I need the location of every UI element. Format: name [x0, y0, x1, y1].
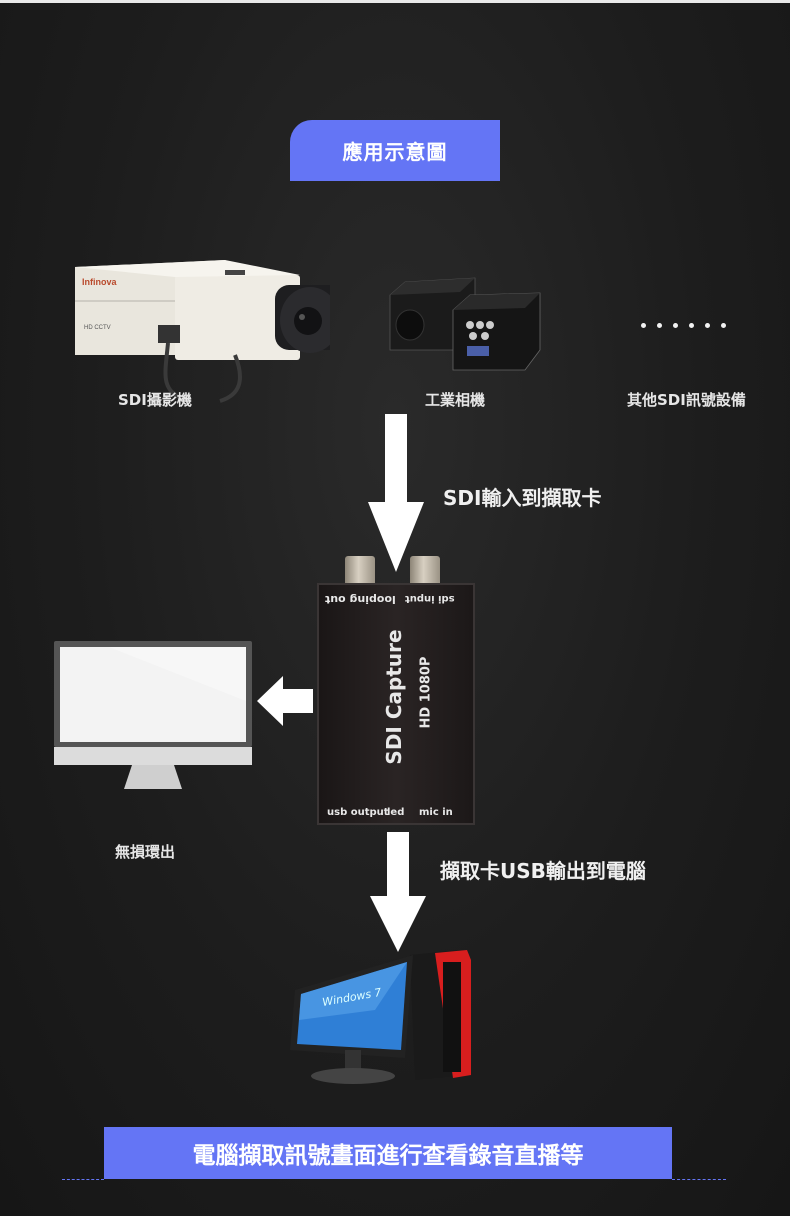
- device-subtitle: HD 1080P: [418, 656, 434, 729]
- source-label-cctv: SDI攝影機: [118, 391, 192, 409]
- source-label-industrial: 工業相機: [425, 391, 486, 409]
- footer-caption: 電腦擷取訊號畫面進行查看錄音直播等: [192, 1143, 584, 1169]
- port-usb-output: usb output: [327, 807, 389, 818]
- industrial-camera-icon: [389, 277, 541, 371]
- page-title: 應用示意圖: [342, 140, 448, 164]
- port-mic-in: mic in: [419, 807, 453, 818]
- more-dots-icon: [641, 313, 737, 332]
- top-strip: [0, 0, 790, 3]
- source-label-other: 其他SDI訊號設備: [627, 391, 746, 409]
- port-led: led: [387, 807, 405, 818]
- monitor-icon: [54, 641, 252, 789]
- footer-dash-right: [672, 1179, 726, 1180]
- device-name: SDI Capture: [382, 629, 406, 765]
- camera-brand: Infinova: [82, 277, 117, 287]
- footer-dash-left: [62, 1179, 104, 1180]
- arrow-down-icon: [370, 832, 426, 952]
- sdi-input-label: SDI輸入到擷取卡: [443, 486, 602, 510]
- footer-caption-badge: 電腦擷取訊號畫面進行查看錄音直播等: [104, 1127, 672, 1179]
- arrow-left-icon: [257, 676, 313, 726]
- capture-card-device: looping out sdi input SDI Capture HD 108…: [317, 583, 475, 825]
- loop-out-label: 無損環出: [115, 843, 176, 861]
- desktop-computer-icon: Windows 7: [290, 950, 471, 1084]
- title-badge: 應用示意圖: [290, 120, 500, 181]
- usb-output-label: 擷取卡USB輸出到電腦: [440, 859, 646, 883]
- arrow-down-icon: [368, 414, 424, 572]
- cctv-camera-icon: Infinova HD CCTV: [75, 260, 330, 403]
- camera-model: HD CCTV: [84, 325, 111, 331]
